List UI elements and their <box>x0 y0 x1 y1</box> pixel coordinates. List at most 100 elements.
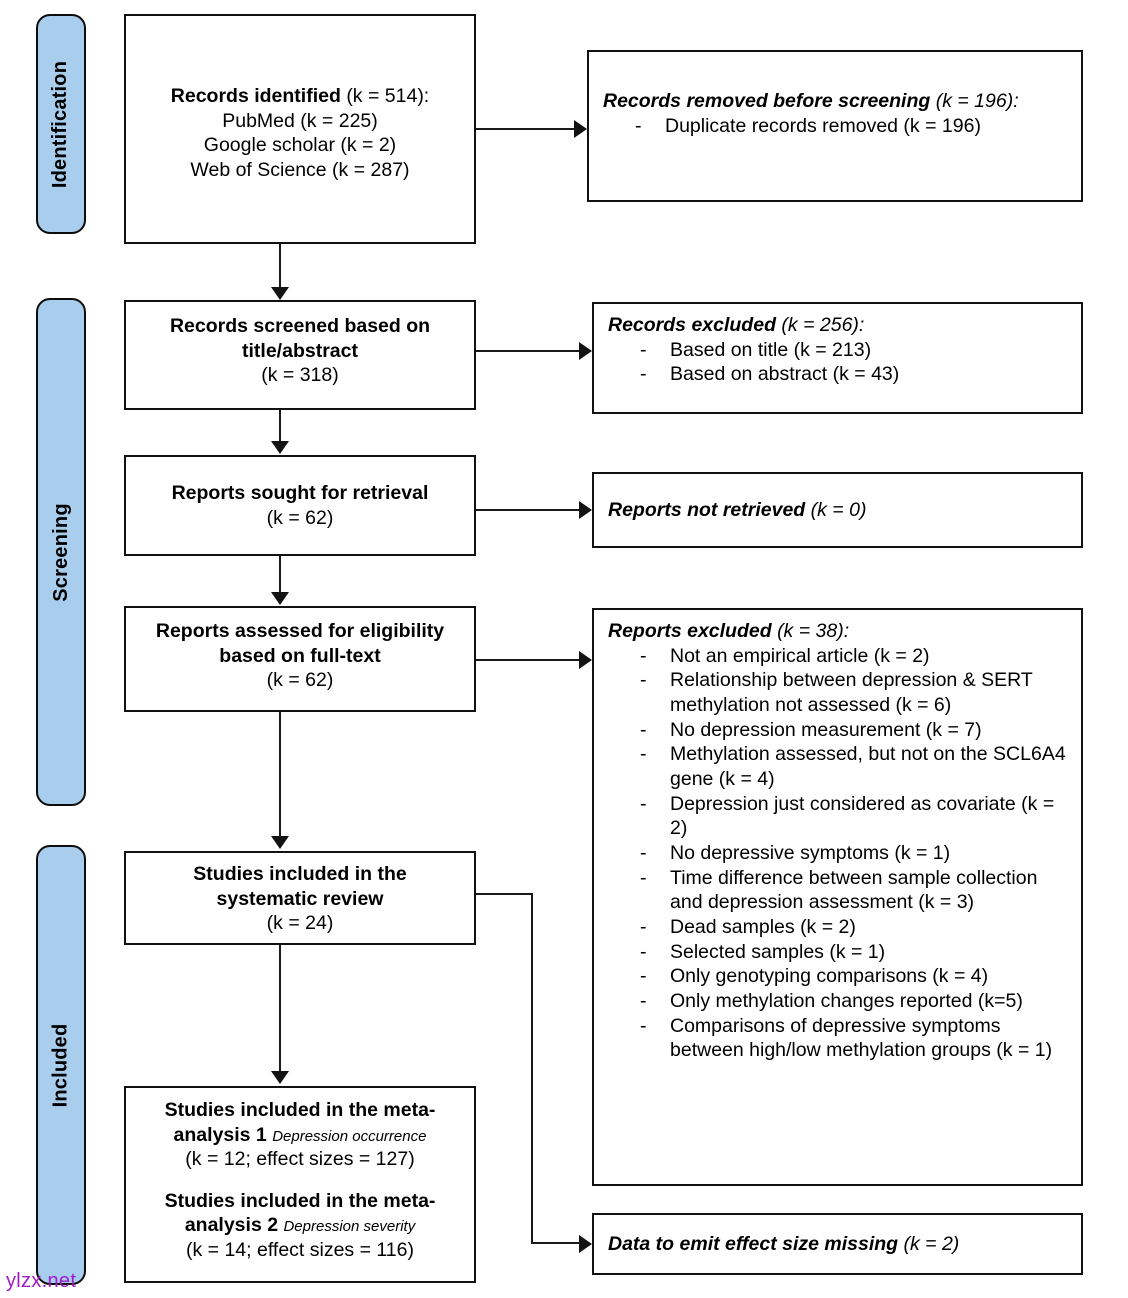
box-records-excluded: Records excluded (k = 256): Based on tit… <box>592 302 1083 414</box>
box-reports-sought: Reports sought for retrieval (k = 62) <box>124 455 476 556</box>
arrowhead-assessed-to-reports-excluded <box>579 651 592 669</box>
reports-excluded-heading: Reports excluded <box>608 620 772 642</box>
list-item: Only genotyping comparisons (k = 4) <box>608 964 1067 989</box>
records-identified-title: Records identified <box>170 85 341 107</box>
meta-analysis-2-subtitle: Depression severity <box>283 1218 416 1236</box>
list-item: Based on abstract (k = 43) <box>608 362 1067 387</box>
arrowhead-assessed-to-studies <box>271 836 289 849</box>
list-item: Selected samples (k = 1) <box>608 940 1067 965</box>
box-reports-excluded: Reports excluded (k = 38): Not an empiri… <box>592 608 1083 1186</box>
records-identified-source-pubmed: PubMed (k = 225) <box>222 109 378 132</box>
meta-analysis-2-count: (k = 14; effect sizes = 116) <box>186 1238 414 1261</box>
studies-systematic-review-line1: Studies included in the <box>193 863 407 885</box>
connector-assessed-to-reports-excluded <box>476 659 579 661</box>
stage-label-included: Included <box>49 1023 72 1107</box>
arrowhead-identified-to-screened <box>271 287 289 300</box>
meta-analysis-1-count: (k = 12; effect sizes = 127) <box>185 1148 415 1171</box>
reports-sought-line1: Reports sought for retrieval <box>171 482 429 504</box>
meta-analysis-1-line2-group: analysis 1 Depression occurrence <box>136 1123 464 1148</box>
connector-identified-to-screened <box>279 244 281 287</box>
records-excluded-heading-count: (k = 256): <box>781 314 865 336</box>
connector-screened-to-sought <box>279 410 281 441</box>
reports-excluded-heading-count: (k = 38): <box>777 620 850 642</box>
arrowhead-identified-to-removed <box>574 120 587 138</box>
list-item: Based on title (k = 213) <box>608 338 1067 363</box>
arrowhead-sought-to-assessed <box>271 592 289 605</box>
records-identified-source-web-of-science: Web of Science (k = 287) <box>190 158 410 181</box>
meta-analysis-2-line2: analysis 2 <box>184 1214 279 1237</box>
reports-sought-count: (k = 62) <box>266 506 334 529</box>
stage-bar-identification: Identification <box>36 14 86 234</box>
reports-not-retrieved-heading: Reports not retrieved <box>608 499 806 521</box>
studies-systematic-review-line2: systematic review <box>216 887 384 910</box>
arrowhead-sought-to-not-retrieved <box>579 501 592 519</box>
connector-assessed-to-studies <box>279 712 281 836</box>
connector-sought-to-assessed <box>279 556 281 592</box>
records-screened-line2: title/abstract <box>242 339 358 362</box>
records-excluded-heading: Records excluded <box>608 314 776 336</box>
watermark: ylzx.net <box>6 1270 77 1292</box>
arrowhead-studies-to-data-missing <box>579 1235 592 1253</box>
reports-assessed-line2: based on full-text <box>219 644 381 667</box>
records-removed-heading-line: Records removed before screening (k = 19… <box>603 89 1067 114</box>
list-item: Time difference between sample collectio… <box>608 866 1067 915</box>
stage-label-identification: Identification <box>49 60 72 188</box>
records-removed-list: Duplicate records removed (k = 196) <box>603 114 1067 139</box>
records-screened-line1: Records screened based on <box>169 315 431 337</box>
records-identified-title-count: (k = 514): <box>346 85 430 107</box>
box-records-screened: Records screened based on title/abstract… <box>124 300 476 410</box>
connector-studies-to-data-missing-seg2 <box>531 893 533 1244</box>
list-item: Only methylation changes reported (k=5) <box>608 989 1067 1014</box>
list-item: No depression measurement (k = 7) <box>608 718 1067 743</box>
list-item: No depressive symptoms (k = 1) <box>608 841 1067 866</box>
list-item: Methylation assessed, but not on the SCL… <box>608 742 1067 791</box>
connector-studies-to-data-missing-seg1 <box>476 893 533 895</box>
meta-analysis-1-line1: Studies included in the meta- <box>164 1099 436 1121</box>
connector-screened-to-excluded <box>476 350 579 352</box>
connector-sought-to-not-retrieved <box>476 509 579 511</box>
meta-analysis-1-subtitle: Depression occurrence <box>272 1127 427 1145</box>
data-missing-heading-line: Data to emit effect size missing (k = 2) <box>608 1232 1067 1257</box>
reports-not-retrieved-heading-line: Reports not retrieved (k = 0) <box>608 498 1067 523</box>
box-studies-meta-analysis: Studies included in the meta- analysis 1… <box>124 1086 476 1283</box>
meta-analysis-spacer <box>136 1172 464 1189</box>
arrowhead-studies-to-meta <box>271 1071 289 1084</box>
records-removed-heading-count: (k = 196): <box>935 90 1019 112</box>
box-studies-systematic-review: Studies included in the systematic revie… <box>124 851 476 945</box>
records-excluded-heading-line: Records excluded (k = 256): <box>608 313 1067 338</box>
records-identified-source-google-scholar: Google scholar (k = 2) <box>203 134 397 157</box>
stage-label-screening: Screening <box>49 502 72 602</box>
reports-excluded-list: Not an empirical article (k = 2) Relatio… <box>608 644 1067 1063</box>
box-data-missing: Data to emit effect size missing (k = 2) <box>592 1213 1083 1275</box>
reports-not-retrieved-heading-count: (k = 0) <box>810 499 867 521</box>
connector-identified-to-removed <box>476 128 574 130</box>
meta-analysis-1-line2: analysis 1 <box>173 1123 267 1146</box>
list-item: Depression just considered as covariate … <box>608 792 1067 841</box>
stage-bar-included: Included <box>36 845 86 1285</box>
box-reports-assessed: Reports assessed for eligibility based o… <box>124 606 476 712</box>
box-reports-not-retrieved: Reports not retrieved (k = 0) <box>592 472 1083 548</box>
studies-systematic-review-count: (k = 24) <box>266 912 334 935</box>
connector-studies-to-data-missing-seg3 <box>531 1242 579 1244</box>
records-identified-title-line: Records identified (k = 514): <box>136 84 464 109</box>
reports-excluded-heading-line: Reports excluded (k = 38): <box>608 619 1067 644</box>
list-item: Dead samples (k = 2) <box>608 915 1067 940</box>
list-item: Duplicate records removed (k = 196) <box>603 114 1067 139</box>
arrowhead-screened-to-sought <box>271 441 289 454</box>
meta-analysis-2-line2-group: analysis 2 Depression severity <box>136 1213 464 1238</box>
data-missing-heading-count: (k = 2) <box>903 1233 960 1255</box>
records-excluded-list: Based on title (k = 213) Based on abstra… <box>608 338 1067 387</box>
reports-assessed-line1: Reports assessed for eligibility <box>155 620 445 642</box>
stage-bar-screening: Screening <box>36 298 86 806</box>
data-missing-heading: Data to emit effect size missing <box>608 1233 899 1255</box>
box-records-identified: Records identified (k = 514): PubMed (k … <box>124 14 476 244</box>
records-removed-heading: Records removed before screening <box>603 90 931 112</box>
list-item: Comparisons of depressive symptoms betwe… <box>608 1014 1067 1063</box>
list-item: Not an empirical article (k = 2) <box>608 644 1067 669</box>
reports-assessed-count: (k = 62) <box>266 669 334 692</box>
box-records-removed: Records removed before screening (k = 19… <box>587 50 1083 202</box>
list-item: Relationship between depression & SERT m… <box>608 668 1067 717</box>
meta-analysis-2-line1: Studies included in the meta- <box>164 1189 436 1212</box>
records-screened-count: (k = 318) <box>261 364 339 387</box>
